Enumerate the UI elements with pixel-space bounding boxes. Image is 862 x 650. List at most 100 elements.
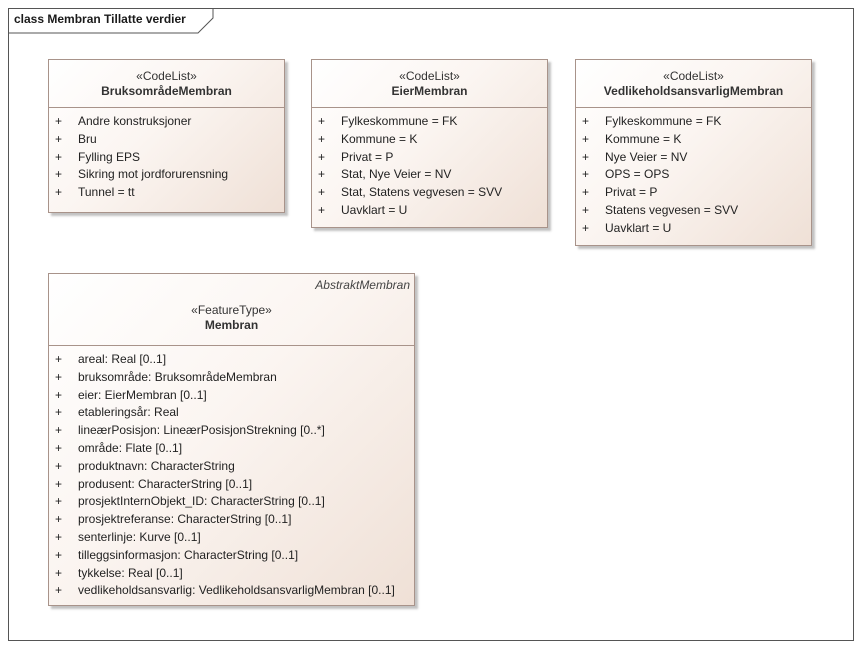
attribute-text: Privat = P xyxy=(341,149,394,164)
attribute-row: + produktnavn: CharacterString xyxy=(49,458,414,476)
attribute-text: lineærPosisjon: LineærPosisjonStrekning … xyxy=(78,423,325,438)
attribute-row: + produsent: CharacterString [0..1] xyxy=(49,476,414,494)
class-stereotype: «FeatureType» xyxy=(191,303,272,317)
visibility-marker: + xyxy=(55,405,63,420)
attribute-row: +tykkelse: Real [0..1] xyxy=(49,565,414,583)
class-name: EierMembran xyxy=(391,84,468,98)
attribute-text: Sikring mot jordforurensning xyxy=(78,167,229,182)
class-bruksomrade-membran[interactable]: «CodeList» BruksområdeMembran +Andre kon… xyxy=(48,59,285,213)
attribute-row: +Nye Veier = NV xyxy=(576,149,811,167)
attribute-row: + Stat, Nye Veier = NV xyxy=(312,166,547,184)
attribute-row: + Stat, Statens vegvesen = SVV xyxy=(312,184,547,202)
attribute-row: + bruksområde: BruksområdeMembran xyxy=(49,369,414,387)
visibility-marker: + xyxy=(55,369,63,384)
attribute-row: + tilleggsinformasjon: CharacterString [0… xyxy=(49,547,414,565)
attribute-row: +Fylkeskommune = FK xyxy=(576,113,811,131)
class-eier-membran[interactable]: «CodeList» EierMembran + Fylkeskommune = … xyxy=(311,59,548,228)
attribute-row: + areal: Real [0..1] xyxy=(49,351,414,369)
class-stereotype: «CodeList» xyxy=(136,69,197,83)
visibility-marker: + xyxy=(55,352,63,366)
attribute-row: + eier: EierMembran [0..1] xyxy=(49,387,414,405)
visibility-marker: + xyxy=(318,149,326,164)
diagram-title-tab: class Membran Tillatte verdier xyxy=(8,8,214,34)
attribute-text: eier: EierMembran [0..1] xyxy=(78,387,207,402)
attribute-row: + OPS = OPS xyxy=(576,166,811,184)
attribute-text: Privat = P xyxy=(605,185,658,200)
class-stereotype: «CodeList» xyxy=(399,69,460,83)
attribute-row: + vedlikeholdsansvarlig: Vedlikeholdsansv… xyxy=(49,582,414,600)
attribute-text: prosjektInternObjekt_ID: CharacterString… xyxy=(78,494,325,509)
visibility-marker: + xyxy=(55,512,63,527)
visibility-marker: + xyxy=(55,185,63,200)
visibility-marker: + xyxy=(55,423,63,438)
attribute-text: areal: Real [0..1] xyxy=(78,352,167,366)
attribute-row: + senterlinje: Kurve [0..1] xyxy=(49,529,414,547)
attribute-text: vedlikeholdsansvarlig: Vedlikeholdsansva… xyxy=(78,583,395,598)
attribute-text: Kommune = K xyxy=(605,131,682,146)
class-header: «CodeList» BruksområdeMembran xyxy=(49,60,284,108)
class-header: «CodeList» VedlikeholdsansvarligMembran xyxy=(576,60,811,108)
visibility-marker: + xyxy=(55,583,63,598)
visibility-marker: + xyxy=(55,547,63,562)
visibility-marker: + xyxy=(582,114,590,128)
class-name: BruksområdeMembran xyxy=(101,84,232,98)
visibility-marker: + xyxy=(318,185,326,200)
attribute-text: produsent: CharacterString [0..1] xyxy=(78,476,253,491)
visibility-marker: + xyxy=(55,565,63,580)
class-name: Membran xyxy=(204,318,259,332)
class-name: VedlikeholdsansvarligMembran xyxy=(603,84,784,98)
attribute-text: Statens vegvesen = SVV xyxy=(605,202,739,217)
attribute-text: Uavklart = U xyxy=(341,202,408,217)
attribute-text: tilleggsinformasjon: CharacterString [0.… xyxy=(78,547,299,562)
attribute-text: Stat, Statens vegvesen = SVV xyxy=(341,185,503,200)
attribute-row: +Bru xyxy=(49,131,284,149)
attribute-list: +Fylkeskommune = FK+Kommune = K+Nye Veie… xyxy=(576,108,811,238)
attribute-list: + areal: Real [0..1] + bruksområde: Bruksom… xyxy=(49,346,414,600)
attribute-text: Kommune = K xyxy=(341,131,418,146)
attribute-text: Tunnel = tt xyxy=(78,185,135,200)
attribute-row: + Uavklart = U xyxy=(312,202,547,220)
attribute-row: + Privat = P xyxy=(576,184,811,202)
visibility-marker: + xyxy=(55,167,63,182)
attribute-row: + Privat = P xyxy=(312,149,547,167)
attribute-text: OPS = OPS xyxy=(605,167,670,182)
attribute-text: Fylkeskommune = FK xyxy=(341,114,458,128)
class-header: «CodeList» EierMembran xyxy=(312,60,547,108)
visibility-marker: + xyxy=(55,114,63,128)
visibility-marker: + xyxy=(55,529,63,544)
visibility-marker: + xyxy=(318,131,326,146)
visibility-marker: + xyxy=(55,494,63,509)
attribute-text: produktnavn: CharacterString xyxy=(78,458,235,473)
visibility-marker: + xyxy=(582,167,590,182)
visibility-marker: + xyxy=(582,131,590,146)
visibility-marker: + xyxy=(55,440,63,455)
attribute-text: bruksområde: BruksområdeMembran xyxy=(78,369,277,384)
class-vedlikeholdsansvarlig-membran[interactable]: «CodeList» VedlikeholdsansvarligMembran … xyxy=(575,59,812,246)
class-membran[interactable]: AbstraktMembran «FeatureType» Membran + a… xyxy=(48,273,415,606)
attribute-text: Stat, Nye Veier = NV xyxy=(341,167,452,182)
attribute-text: senterlinje: Kurve [0..1] xyxy=(78,529,201,544)
attribute-list: +Andre konstruksjoner+Bru + Fylling EPS + Si… xyxy=(49,108,284,202)
attribute-text: Nye Veier = NV xyxy=(605,149,688,164)
visibility-marker: + xyxy=(318,114,326,128)
visibility-marker: + xyxy=(318,202,326,217)
attribute-row: + prosjektreferanse: CharacterString [0..… xyxy=(49,511,414,529)
attribute-list: + Fylkeskommune = FK + Kommune = K + Privat =… xyxy=(312,108,547,220)
visibility-marker: + xyxy=(318,167,326,182)
attribute-row: + Kommune = K xyxy=(312,131,547,149)
class-header: AbstraktMembran «FeatureType» Membran xyxy=(49,274,414,346)
visibility-marker: + xyxy=(582,185,590,200)
attribute-row: + Sikring mot jordforurensning xyxy=(49,166,284,184)
attribute-row: +etableringsår: Real xyxy=(49,404,414,422)
attribute-text: Fylling EPS xyxy=(78,149,141,164)
visibility-marker: + xyxy=(55,458,63,473)
visibility-marker: + xyxy=(55,476,63,491)
attribute-row: + lineærPosisjon: LineærPosisjonStrekning… xyxy=(49,422,414,440)
attribute-row: +Andre konstruksjoner xyxy=(49,113,284,131)
attribute-text: prosjektreferanse: CharacterString [0..1… xyxy=(78,512,292,527)
visibility-marker: + xyxy=(55,387,63,402)
attribute-row: +Statens vegvesen = SVV xyxy=(576,202,811,220)
attribute-row: +område: Flate [0..1] xyxy=(49,440,414,458)
attribute-row: + Fylkeskommune = FK xyxy=(312,113,547,131)
diagram-title: class Membran Tillatte verdier xyxy=(14,12,186,26)
